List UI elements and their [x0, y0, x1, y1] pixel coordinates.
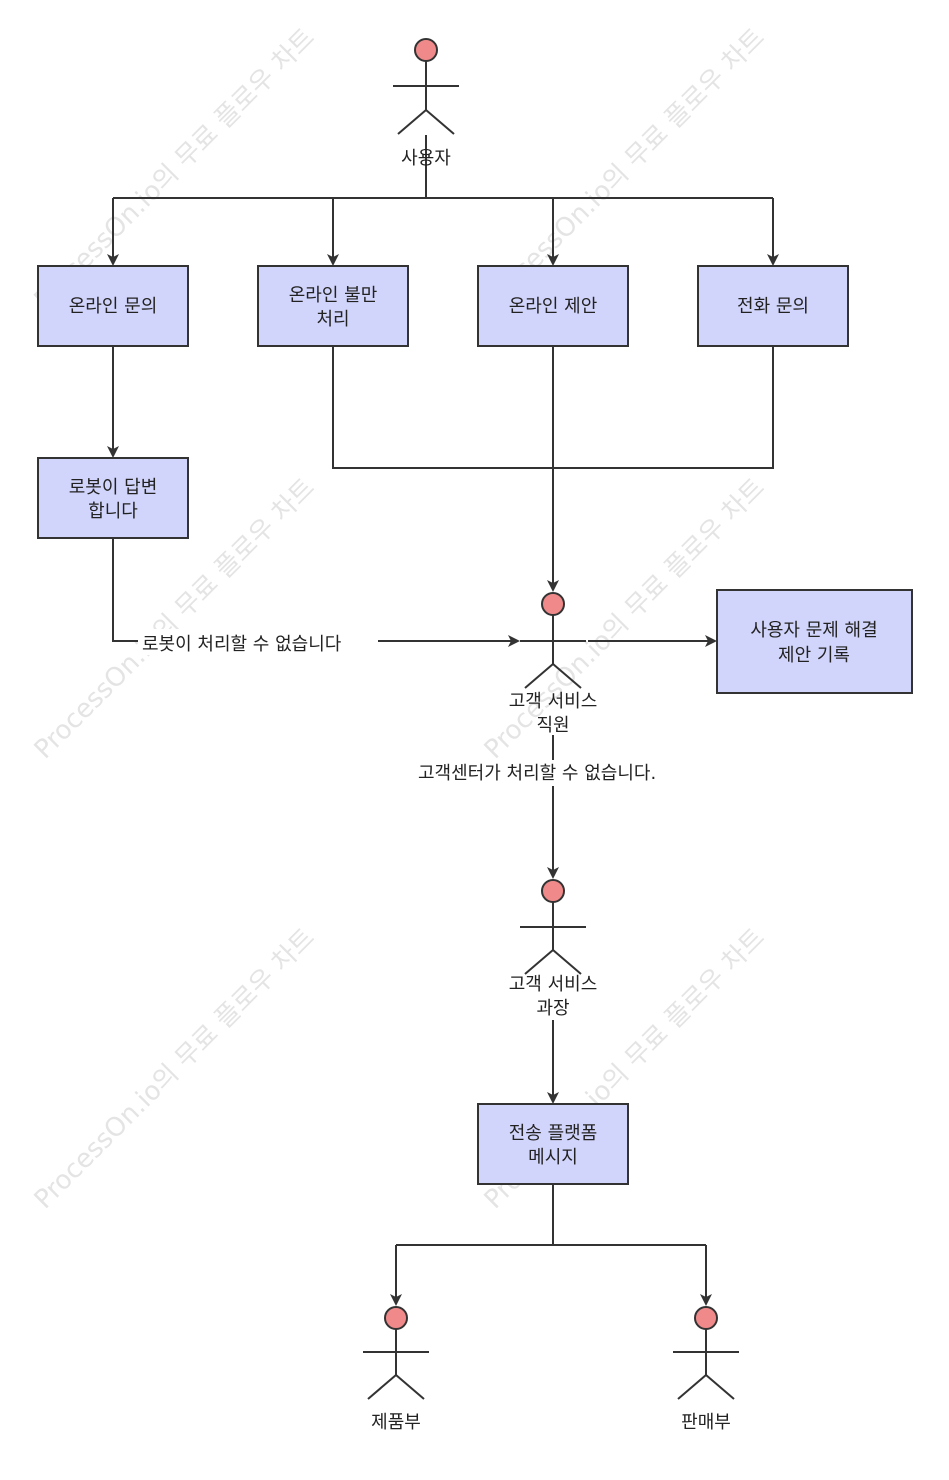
actor-cs-manager-label-2: 과장 [536, 998, 569, 1019]
watermark: ProcessOn.io의 무료 플로우 차트 [29, 923, 321, 1215]
connectors [107, 135, 779, 1306]
box-online-complaint: 온라인 불만 처리 [257, 265, 409, 347]
stick-figure-icon [520, 592, 586, 689]
box-robot-answer-label-1: 로봇이 답변 [69, 477, 158, 498]
stick-figure-icon [363, 1306, 429, 1400]
actor-cs-staff-label-1: 고객 서비스 [509, 691, 598, 712]
watermark-layer: ProcessOn.io의 무료 플로우 차트 ProcessOn.io의 무료… [29, 23, 771, 1215]
box-transfer: 전송 플랫폼 메시지 [477, 1103, 629, 1185]
box-record-label-1: 사용자 문제 해결 [750, 620, 877, 641]
actor-cs-manager: 고객 서비스 과장 [509, 879, 598, 1019]
box-transfer-label-2: 메시지 [528, 1147, 578, 1168]
box-phone-inquiry: 전화 문의 [697, 265, 849, 347]
actor-cs-staff: 고객 서비스 직원 [509, 592, 598, 736]
edge-labels: 로봇이 처리할 수 없습니다 고객센터가 처리할 수 없습니다. [138, 629, 696, 786]
box-online-complaint-label-1: 온라인 불만 [289, 285, 378, 306]
actor-user-label: 사용자 [401, 148, 451, 169]
box-robot-answer-label-2: 합니다 [88, 501, 138, 522]
stick-figure-icon [520, 879, 586, 975]
box-online-complaint-label-2: 처리 [316, 309, 349, 330]
box-online-suggestion: 온라인 제안 [477, 265, 629, 347]
actors: 사용자 고객 서비스 직원 고객 서비스 과장 [363, 38, 739, 1433]
box-online-suggestion-label: 온라인 제안 [509, 296, 598, 317]
actor-sales-dept-label: 판매부 [681, 1412, 731, 1433]
actor-cs-manager-label-1: 고객 서비스 [509, 974, 598, 995]
actor-sales-dept: 판매부 [673, 1306, 739, 1433]
box-record-label-2: 제안 기록 [778, 645, 850, 666]
process-boxes: 온라인 문의 온라인 불만 처리 온라인 제안 전화 문의 로봇이 답변 합니다… [37, 265, 913, 1185]
box-phone-inquiry-label: 전화 문의 [737, 296, 809, 317]
box-record: 사용자 문제 해결 제안 기록 [716, 589, 913, 694]
edge-label-robot-cannot: 로봇이 처리할 수 없습니다 [142, 634, 342, 655]
stick-figure-icon [393, 38, 459, 135]
box-transfer-label-1: 전송 플랫폼 [509, 1123, 598, 1144]
box-online-inquiry: 온라인 문의 [37, 265, 189, 347]
stick-figure-icon [673, 1306, 739, 1400]
actor-product-dept: 제품부 [363, 1306, 429, 1433]
box-online-inquiry-label: 온라인 문의 [69, 296, 158, 317]
box-robot-answer: 로봇이 답변 합니다 [37, 457, 189, 539]
actor-product-dept-label: 제품부 [371, 1412, 421, 1433]
actor-user: 사용자 [393, 38, 459, 169]
edge-robot-to-staff [112, 538, 520, 647]
actor-cs-staff-label-2: 직원 [536, 715, 569, 736]
edge-label-center-cannot: 고객센터가 처리할 수 없습니다. [418, 763, 656, 784]
